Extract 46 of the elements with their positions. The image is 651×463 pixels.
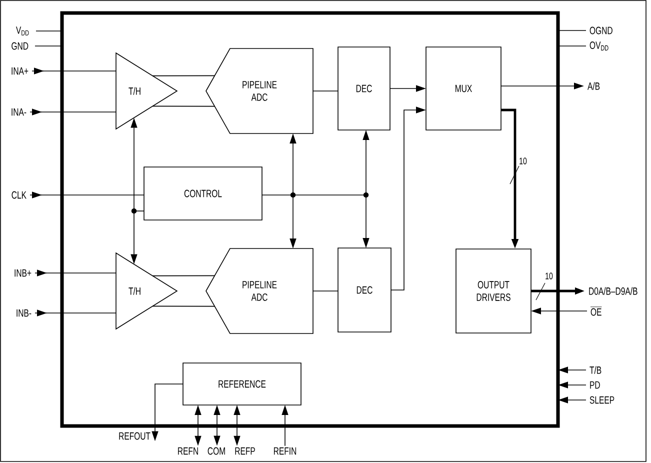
pin-label: INB+ bbox=[14, 269, 32, 277]
pin-label: D0A/B–D9A/B bbox=[589, 287, 638, 295]
pin-label: REFOUT bbox=[119, 432, 150, 440]
pin-label: PD bbox=[590, 381, 600, 389]
pin-label: COM bbox=[208, 447, 225, 455]
process-box: MUX bbox=[426, 46, 502, 130]
arrow bbox=[34, 270, 116, 276]
arrow bbox=[30, 108, 116, 116]
connector-line bbox=[558, 30, 586, 31]
pin-label: GND bbox=[12, 42, 28, 50]
pin-label: REFIN bbox=[274, 447, 296, 455]
process-box: REFERENCE bbox=[182, 362, 302, 406]
arrow bbox=[30, 192, 144, 198]
converter-block: PIPELINE ADC bbox=[206, 248, 314, 334]
pin-label: SLEEP bbox=[590, 396, 614, 404]
bus-width-label: 10 bbox=[520, 158, 527, 164]
bus-width-label: 10 bbox=[546, 272, 553, 280]
pin-label: CLK bbox=[12, 191, 26, 199]
arrow bbox=[32, 68, 116, 74]
pin-label: T/B bbox=[590, 366, 602, 374]
connector-line bbox=[312, 90, 338, 92]
pin-label: OE bbox=[590, 306, 602, 316]
pin-label: INA- bbox=[12, 108, 26, 116]
process-box: OUTPUT DRIVERS bbox=[456, 248, 532, 334]
pin-label: REFN bbox=[178, 447, 198, 455]
connector-line bbox=[152, 306, 216, 307]
pin-label: V$_{DD}$ bbox=[16, 26, 29, 36]
chip-box bbox=[60, 11, 560, 428]
process-box: DEC bbox=[338, 46, 390, 130]
pin-label: INA+ bbox=[12, 67, 28, 75]
pin-label: OGND bbox=[590, 26, 612, 34]
pin-label: A/B bbox=[588, 82, 600, 90]
pin-label: INB- bbox=[16, 309, 32, 317]
connector-line bbox=[152, 275, 216, 276]
connector-line bbox=[152, 106, 216, 107]
arrow bbox=[34, 310, 116, 316]
pin-label: REFP bbox=[235, 447, 255, 455]
process-box: DEC bbox=[338, 248, 392, 332]
connector-line bbox=[312, 290, 338, 292]
connector-line bbox=[134, 210, 144, 212]
pin-label: OV$_{DD}$ bbox=[590, 42, 608, 50]
converter-block: PIPELINE ADC bbox=[206, 48, 314, 134]
process-box: CONTROL bbox=[144, 166, 262, 220]
connector-line bbox=[262, 194, 366, 196]
connector-line bbox=[152, 75, 216, 76]
connector-line bbox=[36, 30, 62, 32]
